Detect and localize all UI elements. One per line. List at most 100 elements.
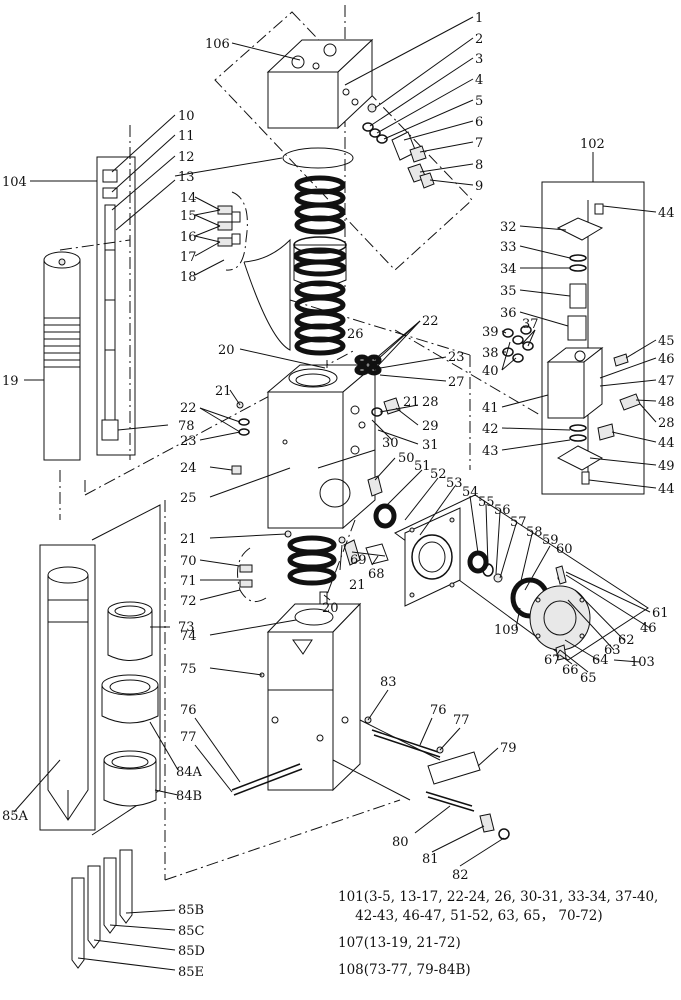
callout-84a: 84A (176, 765, 203, 780)
callout-66: 66 (562, 663, 579, 678)
flange-cover-assembly (394, 494, 649, 661)
callout-81: 81 (422, 852, 439, 867)
bushings (91, 504, 161, 836)
leader-lines (13, 16, 657, 971)
callout-40: 40 (482, 364, 499, 379)
callout-17: 17 (180, 250, 197, 265)
callout-46b: 46 (640, 621, 657, 636)
callout-77b: 77 (453, 713, 470, 728)
callout-85c: 85C (178, 924, 205, 939)
callout-85d: 85D (178, 944, 205, 959)
callout-22a: 22 (180, 401, 197, 416)
cylinder-body (84, 299, 471, 530)
callout-14: 14 (180, 191, 197, 206)
callout-85a: 85A (2, 809, 29, 824)
callout-67: 67 (544, 653, 561, 668)
callout-62: 62 (618, 633, 635, 648)
callout-73: 73 (178, 620, 195, 635)
callout-18: 18 (180, 270, 197, 285)
callout-9: 9 (475, 179, 483, 194)
callout-51: 51 (414, 459, 431, 474)
callout-31: 31 (422, 438, 439, 453)
callout-84b: 84B (176, 789, 202, 804)
callout-10: 10 (178, 109, 195, 124)
callout-77a: 77 (180, 730, 197, 745)
chisel-set (71, 849, 133, 969)
callout-63: 63 (604, 643, 621, 658)
callout-46a: 46 (658, 352, 675, 367)
lower-body (164, 500, 441, 881)
callout-49: 49 (658, 459, 675, 474)
callout-2: 2 (475, 32, 483, 47)
callout-44c: 44 (658, 482, 675, 497)
callout-52: 52 (430, 467, 447, 482)
note-101-line1: 101(3-5, 13-17, 22-24, 26, 30-31, 33-34,… (338, 889, 659, 905)
callout-6: 6 (475, 115, 483, 130)
callout-7: 7 (475, 136, 483, 151)
chisel-85a (39, 544, 96, 831)
callout-21d: 21 (349, 578, 366, 593)
note-108: 108(73-77, 79-84B) (338, 962, 471, 978)
callout-37: 37 (522, 317, 539, 332)
callout-38: 38 (482, 346, 499, 361)
callout-39: 39 (482, 325, 499, 340)
callout-15: 15 (180, 209, 197, 224)
callout-11: 11 (178, 129, 195, 144)
callout-23a: 23 (180, 434, 197, 449)
callout-85b: 85B (178, 903, 204, 918)
callout-53: 53 (446, 476, 463, 491)
callout-78: 78 (178, 419, 195, 434)
callout-50: 50 (398, 451, 415, 466)
note-107: 107(13-19, 21-72) (338, 935, 461, 951)
callout-65: 65 (580, 671, 597, 686)
callout-22b: 22 (422, 314, 439, 329)
callout-54: 54 (462, 485, 479, 500)
callout-24: 24 (180, 461, 197, 476)
detail-bubble-14-18 (217, 191, 248, 271)
callout-72: 72 (180, 594, 197, 609)
callout-labels: 1 2 3 4 5 6 7 8 9 106 10 11 12 13 104 14… (2, 11, 675, 980)
callout-106: 106 (205, 37, 230, 52)
right-valve-assembly (394, 181, 645, 495)
callout-59: 59 (542, 533, 559, 548)
callout-82: 82 (452, 868, 469, 883)
callout-33: 33 (500, 240, 517, 255)
callout-19: 19 (2, 374, 19, 389)
callout-1: 1 (475, 11, 483, 26)
detail-bubble-70-72 (237, 547, 267, 603)
callout-8: 8 (475, 158, 483, 173)
callout-13: 13 (178, 170, 195, 185)
pins-and-retainers (231, 716, 510, 840)
callout-35: 35 (500, 284, 517, 299)
callout-56: 56 (494, 503, 511, 518)
callout-21a: 21 (215, 384, 232, 399)
top-valve-block (214, 5, 473, 290)
callout-71: 71 (180, 574, 197, 589)
callout-69: 69 (350, 553, 367, 568)
callout-79: 79 (500, 741, 517, 756)
callout-80: 80 (392, 835, 409, 850)
seal-stack (243, 147, 354, 356)
callout-55: 55 (478, 495, 495, 510)
callout-76a: 76 (180, 703, 197, 718)
callout-21b: 21 (403, 395, 420, 410)
assembly-notes: 101(3-5, 13-17, 22-24, 26, 30-31, 33-34,… (338, 888, 678, 980)
callout-61: 61 (652, 606, 669, 621)
callout-5: 5 (475, 94, 483, 109)
callout-64: 64 (592, 653, 609, 668)
callout-32: 32 (500, 220, 517, 235)
callout-103: 103 (630, 655, 655, 670)
callout-23b: 23 (448, 350, 465, 365)
callout-60: 60 (556, 542, 573, 557)
callout-44a: 44 (658, 206, 675, 221)
callout-44b: 44 (658, 436, 675, 451)
callout-28a: 28 (422, 395, 439, 410)
callout-26: 26 (347, 327, 364, 342)
left-rod-assembly (43, 125, 136, 520)
callout-47: 47 (658, 374, 675, 389)
callout-76b: 76 (430, 703, 447, 718)
callout-29: 29 (422, 419, 439, 434)
callout-25: 25 (180, 491, 197, 506)
